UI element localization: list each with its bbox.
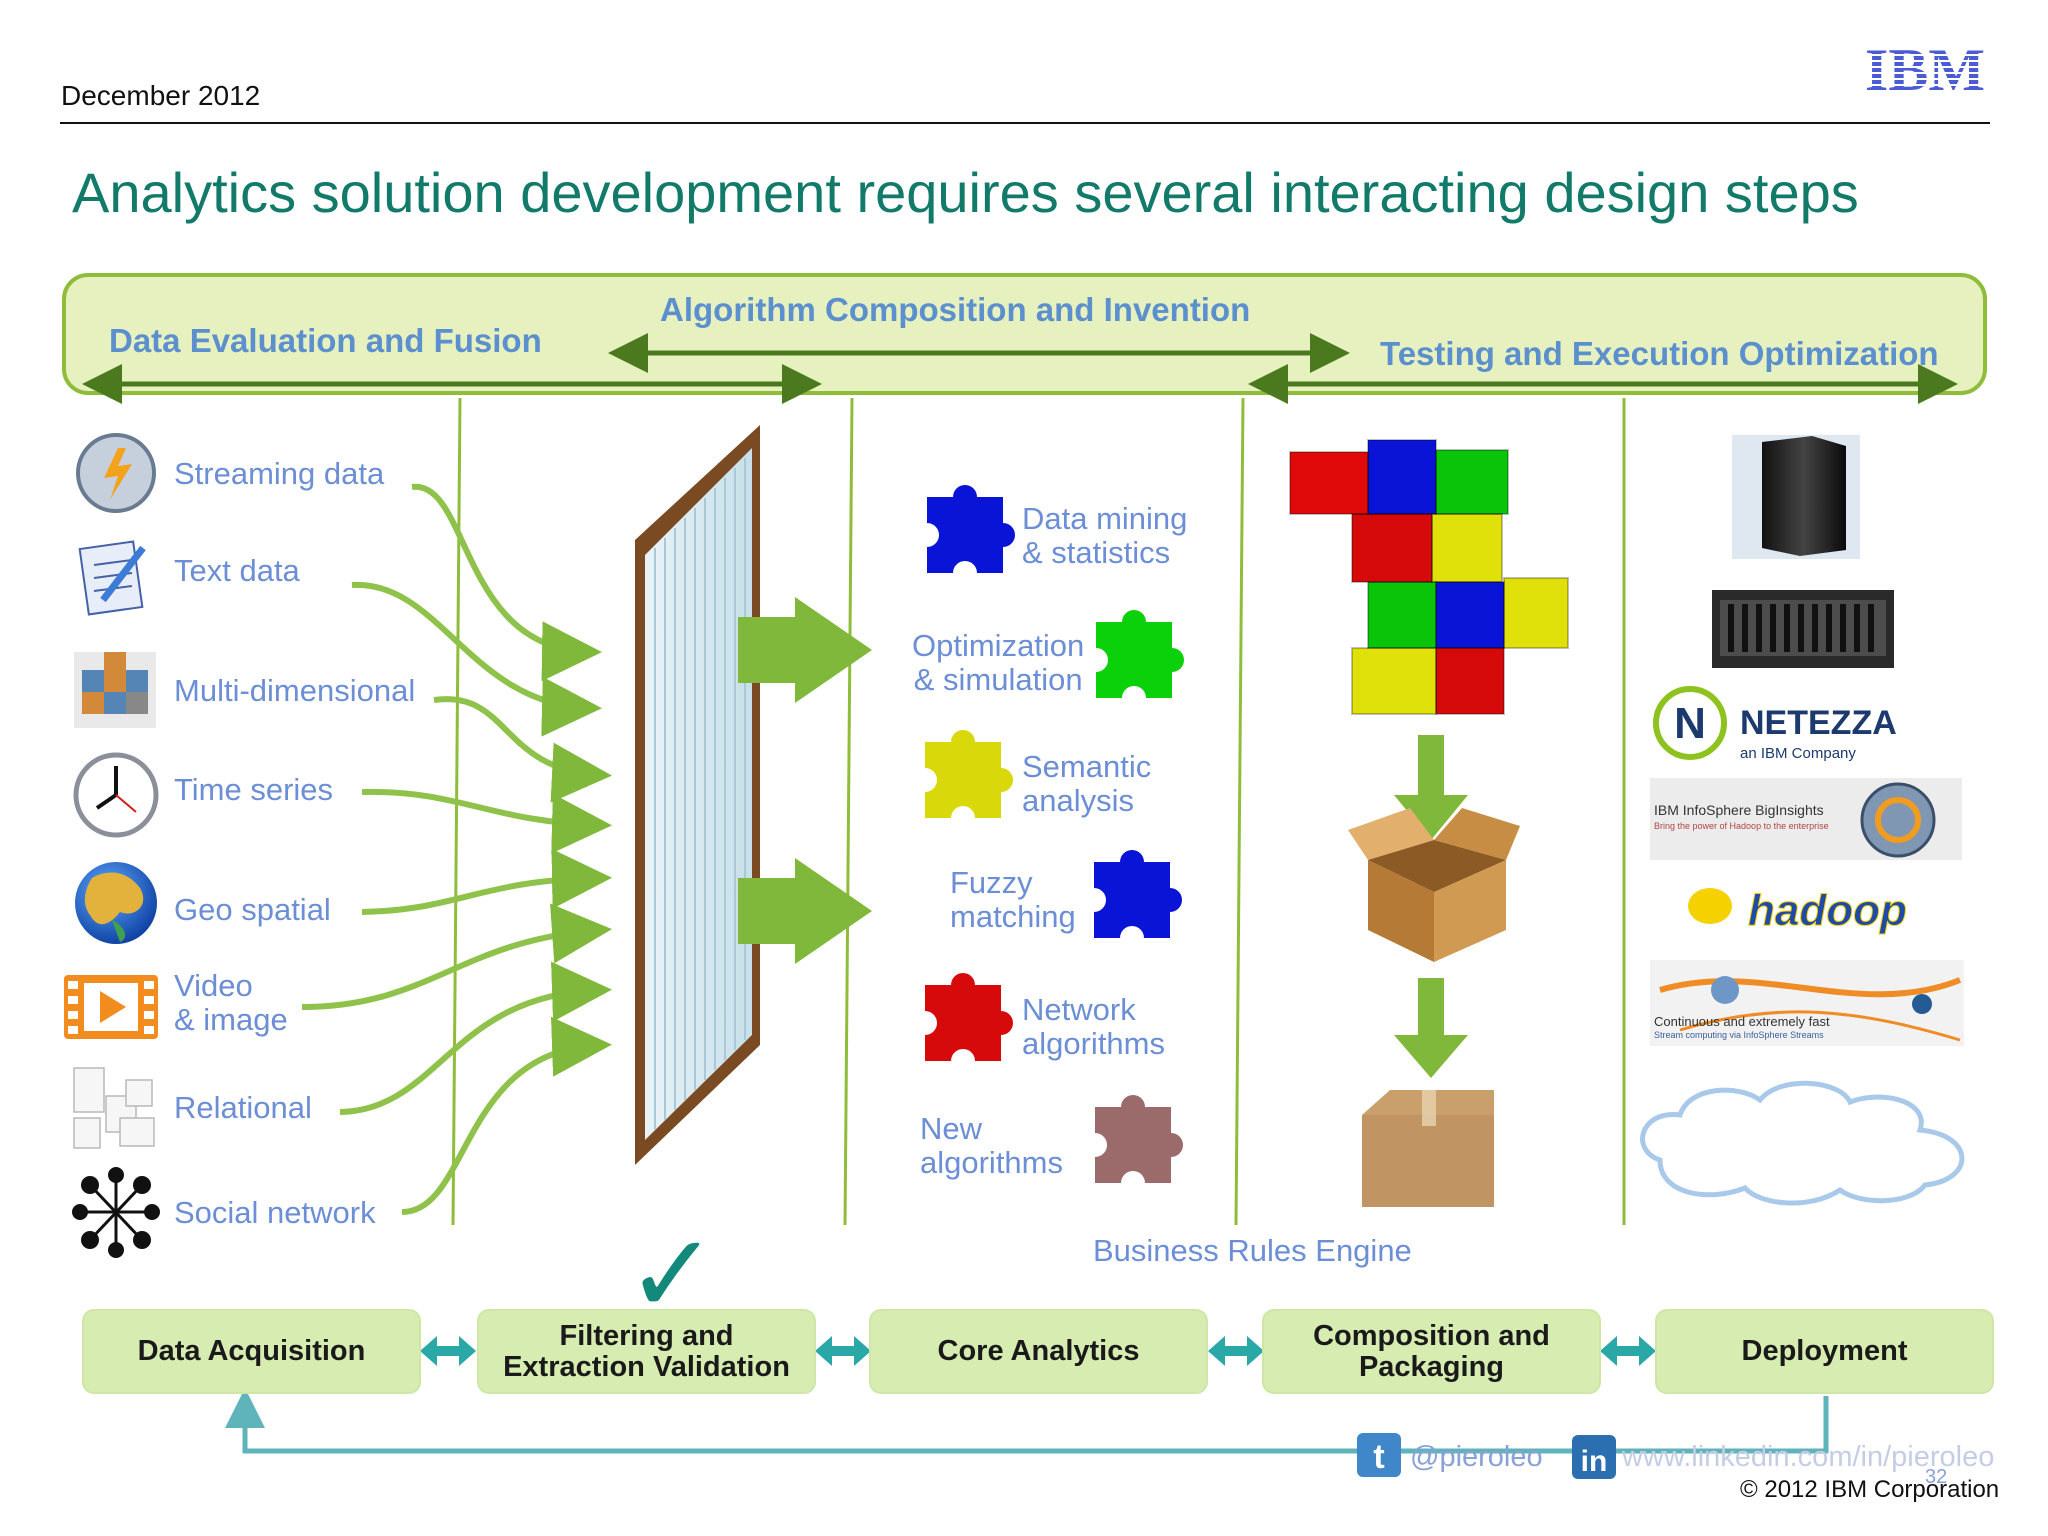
- header-divider: [60, 122, 1990, 124]
- streams-card-title: Continuous and extremely fast: [1654, 1014, 1830, 1029]
- page-number: 32: [1925, 1466, 1948, 1488]
- assembled-puzzle-icon: [1289, 439, 1569, 715]
- technique-label-fuzzy: Fuzzy matching: [950, 865, 1076, 934]
- filter-output-arrow-bottom: [738, 858, 872, 964]
- business-rules-engine-label: Business Rules Engine: [1093, 1233, 1412, 1268]
- infosphere-streams-icon: [76, 433, 156, 513]
- technique-label-semantic: Semantic analysis: [1022, 749, 1152, 818]
- netezza-name: NETEZZA: [1740, 704, 1897, 742]
- infosphere-streams-card: Continuous and extremely fast Stream com…: [1650, 960, 1964, 1046]
- closed-box-icon: [1362, 1090, 1494, 1207]
- puzzle-piece-blue-2: [1094, 850, 1182, 938]
- source-label-geo-spatial: Geo spatial: [174, 892, 331, 927]
- cloud-icon: [1640, 1080, 1965, 1206]
- step-core-analytics: Core Analytics: [869, 1309, 1208, 1394]
- technique-label-new: New algorithms: [920, 1111, 1063, 1180]
- source-label-time-series: Time series: [174, 772, 334, 807]
- source-label-text: Text data: [174, 553, 300, 588]
- step-deployment: Deployment: [1655, 1309, 1994, 1394]
- network-icon: [72, 1167, 160, 1258]
- source-label-relational: Relational: [174, 1090, 312, 1125]
- svg-text:N: N: [1674, 699, 1706, 748]
- filter-output-arrow-top: [738, 597, 872, 703]
- puzzle-piece-green: [1096, 610, 1184, 698]
- linkedin-icon: in: [1572, 1435, 1616, 1479]
- linkedin-url[interactable]: www.linkedin.com/in/pieroleo: [1622, 1441, 1995, 1473]
- clock-icon: [73, 752, 159, 838]
- copyright: © 2012 IBM Corporation: [1740, 1476, 2000, 1503]
- step-data-acquisition: Data Acquisition: [82, 1309, 421, 1394]
- cube-icon: [74, 652, 156, 728]
- puzzle-piece-brown: [1095, 1095, 1183, 1183]
- packaging-arrow-2: [1394, 978, 1468, 1078]
- svg-text:t: t: [1373, 1438, 1384, 1476]
- film-icon: [64, 975, 158, 1039]
- netezza-subtitle: an IBM Company: [1740, 745, 1856, 762]
- source-label-multidimensional: Multi-dimensional: [174, 673, 416, 708]
- puzzle-piece-blue: [927, 485, 1015, 573]
- hadoop-wordmark: hadoop: [1748, 886, 1907, 935]
- twitter-icon: t: [1357, 1433, 1401, 1477]
- technique-label-network: Network algorithms: [1022, 992, 1165, 1061]
- source-label-video-image: Video & image: [174, 968, 288, 1037]
- technique-label-data-mining: Data mining & statistics: [1022, 501, 1188, 570]
- technique-puzzle-pieces: [925, 485, 1184, 1183]
- source-label-social-network: Social network: [174, 1195, 376, 1230]
- open-box-icon: [1348, 808, 1520, 962]
- source-flow-arrows: [301, 483, 612, 1215]
- hadoop-logo: hadoop: [1688, 886, 1907, 936]
- svg-text:in: in: [1581, 1445, 1608, 1478]
- step-filtering-extraction: Filtering and Extraction Validation: [477, 1309, 816, 1394]
- puzzle-piece-yellow: [925, 730, 1013, 818]
- step-connectors: [420, 1336, 1656, 1366]
- blade-server-icon: [1712, 590, 1894, 668]
- streams-card-subtitle: Stream computing via InfoSphere Streams: [1654, 1030, 1824, 1040]
- source-label-streaming: Streaming data: [174, 456, 385, 491]
- notepad-icon: [78, 540, 146, 616]
- ibm-logo: IBM: [1858, 40, 1992, 98]
- header-date: December 2012: [61, 80, 261, 111]
- biginsights-subtitle: Bring the power of Hadoop to the enterpr…: [1654, 821, 1829, 831]
- twitter-handle[interactable]: @pieroleo: [1410, 1441, 1543, 1473]
- step-composition-packaging: Composition and Packaging: [1262, 1309, 1601, 1394]
- feedback-loop-arrow: [225, 1388, 1829, 1454]
- netezza-logo: N NETEZZA an IBM Company: [1653, 686, 1897, 762]
- puzzle-piece-red: [925, 973, 1013, 1061]
- banner-label-data-evaluation: Data Evaluation and Fusion: [109, 322, 542, 359]
- filter-panel: [635, 425, 760, 1165]
- page-title: Analytics solution development requires …: [72, 161, 1859, 224]
- globe-icon: [75, 862, 157, 944]
- banner-label-algorithm-composition: Algorithm Composition and Invention: [660, 291, 1251, 328]
- biginsights-card: IBM InfoSphere BigInsights Bring the pow…: [1650, 778, 1962, 860]
- tables-icon: [73, 1067, 155, 1149]
- server-tower-icon: [1732, 435, 1860, 559]
- biginsights-title: IBM InfoSphere BigInsights: [1654, 802, 1824, 818]
- technique-label-optimization: Optimization & simulation: [912, 628, 1085, 697]
